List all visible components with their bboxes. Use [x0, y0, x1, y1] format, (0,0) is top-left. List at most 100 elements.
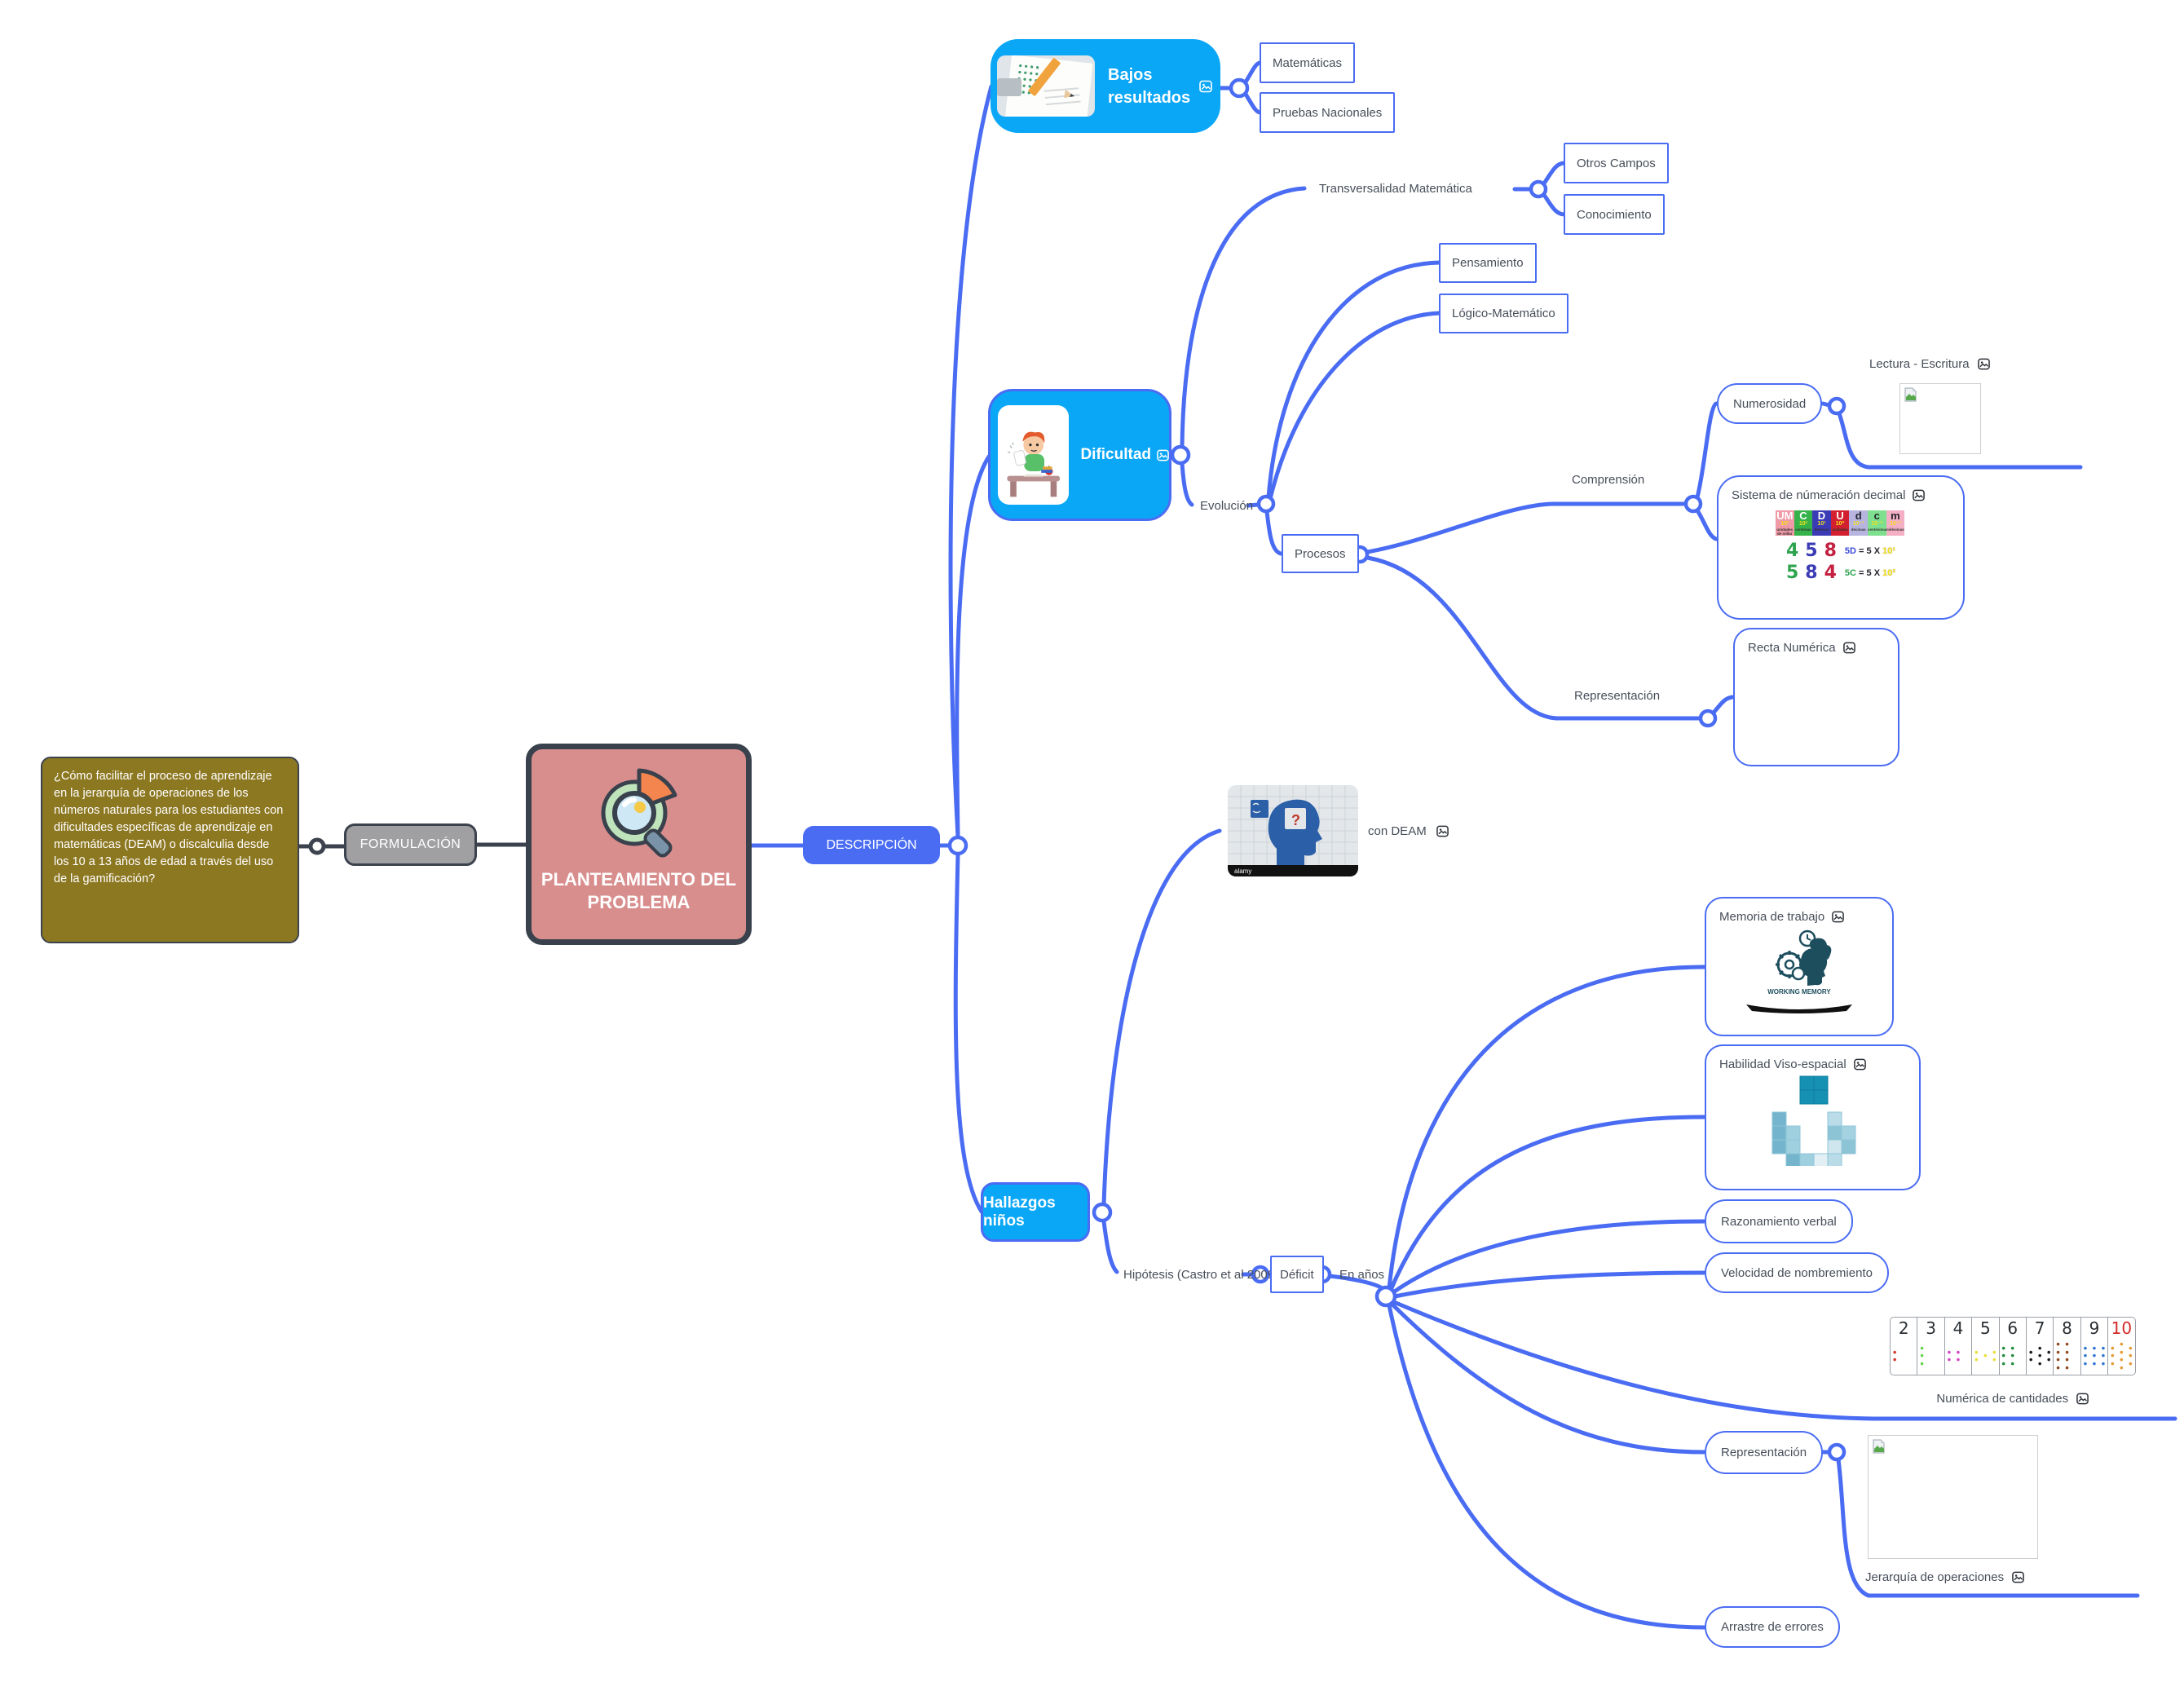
wire-to-razonamiento	[1391, 1219, 1706, 1295]
wire-to-pensamiento	[1266, 260, 1442, 500]
wire-to-memoria	[1387, 965, 1706, 1291]
junction-representacion-l[interactable]	[1827, 1442, 1846, 1462]
wire-to-velocidad	[1392, 1270, 1706, 1299]
junction-numerosidad[interactable]	[1827, 396, 1846, 416]
wire-to-procesos	[1264, 509, 1283, 556]
sistema-title: Sistema de númeración decimal	[1732, 488, 1906, 502]
image-badge-icon	[1832, 911, 1845, 923]
wire-to-numerosidad	[1695, 401, 1719, 500]
image-badge-icon	[1977, 358, 1990, 370]
formulacion-node[interactable]: FORMULACIÓN	[344, 823, 477, 866]
wire-to-conocimiento	[1542, 192, 1567, 217]
image-badge-icon	[1436, 825, 1449, 837]
procesos-node[interactable]: Procesos	[1282, 534, 1359, 573]
wire-to-logico	[1268, 311, 1442, 501]
matematicas-node[interactable]: Matemáticas	[1260, 42, 1356, 83]
formulacion-label: FORMULACIÓN	[360, 837, 461, 851]
working-memory-illustration: WORKING MEMORY	[1719, 929, 1879, 1018]
con-deam-node[interactable]: ? alamy con DEAM	[1228, 785, 1449, 876]
wire-to-hallazgos	[953, 852, 984, 1214]
jerarquia-operaciones-node[interactable]: Jerarquía de operaciones	[1865, 1570, 2024, 1584]
research-question-node[interactable]: ¿Cómo facilitar el proceso de aprendizaj…	[41, 757, 299, 943]
central-topic-node[interactable]: PLANTEAMIENTO DEL PROBLEMA	[526, 744, 767, 945]
deficit-node[interactable]: Déficit	[1270, 1256, 1324, 1293]
transversalidad-node[interactable]: Transversalidad Matemática	[1319, 182, 1472, 196]
broken-image-icon	[1873, 1439, 1885, 1454]
jerarquia-broken-image	[1868, 1435, 2038, 1559]
wire-to-arrastre	[1387, 1303, 1706, 1630]
conocimiento-node[interactable]: Conocimiento	[1564, 194, 1665, 235]
habilidad-title: Habilidad Viso-espacial	[1719, 1057, 1846, 1071]
representacion-upper-node[interactable]: Representación	[1574, 689, 1661, 703]
wire-to-condeam	[1101, 828, 1222, 1207]
junction-comprension[interactable]	[1683, 494, 1703, 514]
head-puzzle-photo: ? alamy	[1228, 785, 1358, 876]
studying-kid-illustration	[998, 405, 1070, 505]
bajos-resultados-title: Bajos resultados	[1108, 65, 1191, 107]
wire-to-representacion-l	[1389, 1301, 1706, 1455]
broken-image-icon	[1904, 387, 1917, 402]
hallazgos-ninos-node[interactable]: Hallazgos niños	[981, 1182, 1090, 1242]
number-dots-strip: 2●● 3●●● 4●●●● 5●●●●● 6●●●●●● 7●●●●●●● 8…	[1890, 1317, 2136, 1375]
dificultad-title: Dificultad	[1080, 446, 1151, 463]
numerosidad-node[interactable]: Numerosidad	[1717, 383, 1823, 424]
wire-to-transversalidad	[1180, 186, 1307, 449]
wire-to-habilidad	[1388, 1115, 1706, 1292]
image-badge-icon	[1157, 449, 1169, 461]
dificultad-node[interactable]: Dificultad	[988, 389, 1171, 521]
en-anos-node[interactable]: En años	[1339, 1268, 1385, 1282]
evolucion-node[interactable]: Evolución	[1200, 499, 1254, 513]
junction-root[interactable]	[308, 837, 326, 855]
recta-title: Recta Numérica	[1748, 641, 1836, 655]
svg-text:?: ?	[1291, 812, 1300, 828]
blocks-illustration	[1719, 1075, 1906, 1170]
bajos-resultados-node[interactable]: Bajos resultados	[991, 39, 1220, 133]
wire-to-sistema	[1695, 508, 1719, 541]
junction-descripcion[interactable]	[947, 835, 968, 856]
razonamiento-verbal-node[interactable]: Razonamiento verbal	[1705, 1199, 1853, 1243]
descripcion-node[interactable]: DESCRIPCIÓN	[803, 826, 940, 864]
junction-hipotesis[interactable]	[1251, 1265, 1270, 1284]
arrastre-errores-node[interactable]: Arrastre de errores	[1705, 1606, 1840, 1648]
junction-representacion-u[interactable]	[1698, 709, 1718, 728]
junction-enanos[interactable]	[1374, 1285, 1397, 1308]
memoria-trabajo-node[interactable]: Memoria de trabajo WORKING MEMORY	[1705, 897, 1894, 1036]
junction-dificultad[interactable]	[1170, 444, 1191, 466]
logico-matematico-node[interactable]: Lógico-Matemático	[1439, 294, 1569, 333]
junction-hallazgos[interactable]	[1092, 1202, 1113, 1223]
wire-to-hipotesis	[1101, 1219, 1119, 1274]
junction-bajos[interactable]	[1229, 77, 1250, 99]
junction-transversalidad[interactable]	[1529, 179, 1548, 199]
descripcion-label: DESCRIPCIÓN	[826, 837, 917, 852]
answer-sheet-photo	[997, 55, 1095, 117]
wire-to-comprension	[1365, 501, 1687, 554]
comprension-node[interactable]: Comprensión	[1572, 473, 1645, 487]
wire-to-bajos	[948, 84, 994, 839]
wire-to-recta	[1711, 695, 1735, 715]
wire-to-evolucion	[1180, 461, 1194, 507]
otros-campos-node[interactable]: Otros Campos	[1564, 143, 1669, 183]
junction-evolucion[interactable]	[1256, 494, 1276, 514]
svg-text:WORKING MEMORY: WORKING MEMORY	[1767, 988, 1831, 996]
lectura-escritura-node[interactable]: Lectura - Escritura	[1869, 357, 1990, 371]
hipotesis-node[interactable]: Hipótesis (Castro et al 2009)	[1123, 1268, 1279, 1282]
wire-to-matematicas	[1242, 60, 1263, 86]
numerica-cantidades-node[interactable]: 2●● 3●●● 4●●●● 5●●●●● 6●●●●●● 7●●●●●●● 8…	[1890, 1317, 2136, 1406]
image-badge-icon	[2076, 1393, 2089, 1405]
image-badge-icon	[1842, 642, 1855, 654]
pruebas-nacionales-node[interactable]: Pruebas Nacionales	[1260, 92, 1396, 133]
habilidad-visoespacial-node[interactable]: Habilidad Viso-espacial	[1705, 1044, 1921, 1190]
pensamiento-node[interactable]: Pensamiento	[1439, 243, 1537, 283]
image-badge-icon	[1853, 1058, 1866, 1071]
velocidad-nombremiento-node[interactable]: Velocidad de nombremiento	[1705, 1252, 1889, 1293]
lectura-broken-image	[1899, 383, 1981, 454]
watermark-text: alamy	[1234, 868, 1251, 875]
image-badge-icon	[754, 895, 767, 908]
numerica-caption: Numérica de cantidades	[1936, 1392, 2069, 1406]
recta-numerica-node[interactable]: Recta Numérica	[1733, 628, 1899, 766]
research-question-text: ¿Cómo facilitar el proceso de aprendizaj…	[54, 770, 284, 886]
image-badge-icon	[1913, 489, 1926, 501]
representacion-lower-node[interactable]: Representación	[1705, 1431, 1824, 1474]
